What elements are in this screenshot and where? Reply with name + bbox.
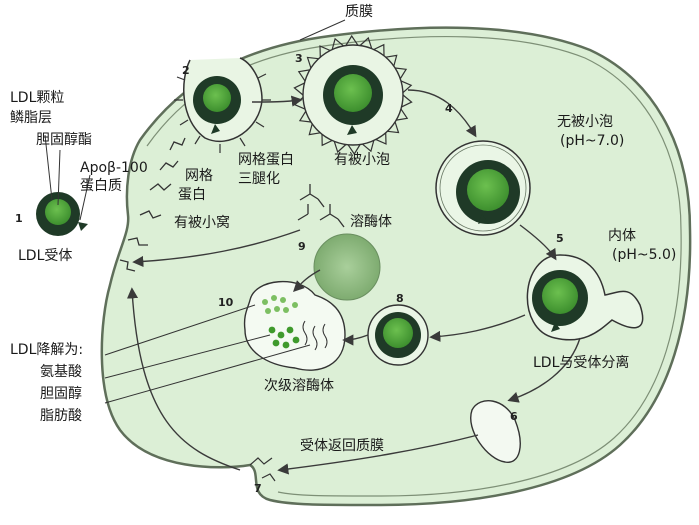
label-phospholipid: 鳞脂层 <box>10 110 52 126</box>
label-cholesterol-ester: 胆固醇酯 <box>36 132 92 148</box>
recycling-vesicle-step6 <box>470 400 521 463</box>
step-number-9: 9 <box>298 240 306 253</box>
label-endosome-ph: (pH~5.0) <box>612 247 677 263</box>
uncoated-vesicle-step4 <box>435 140 531 236</box>
step-number-5: 5 <box>556 232 564 245</box>
plasma-membrane-inner <box>146 35 682 497</box>
label-secondary-lysosome: 次级溶酶体 <box>264 378 334 394</box>
coated-pit-clathrin <box>119 137 186 272</box>
ldl-particle-step1 <box>36 192 88 236</box>
clathrin-triskelion <box>297 184 345 228</box>
membrane-fusion-step7 <box>249 457 276 482</box>
label-receptor-return: 受体返回质膜 <box>300 438 384 454</box>
vesicle-step8 <box>367 304 429 366</box>
label-membrane: 质膜 <box>345 4 373 20</box>
lysosome-step9 <box>313 233 381 301</box>
label-cholesterol: 胆固醇 <box>40 386 82 402</box>
label-apob-protein: 蛋白质 <box>80 178 122 194</box>
label-uncoated-vesicle: 无被小泡 <box>557 114 613 130</box>
step-number-4: 4 <box>445 102 453 115</box>
endosome-step5 <box>526 254 644 341</box>
label-ldl-release: LDL与受体分离 <box>533 355 630 371</box>
step-number-1: 1 <box>15 212 23 225</box>
label-clathrin-2: 蛋白 <box>178 187 206 203</box>
pathway-arrows <box>126 89 581 475</box>
label-triskelion-2: 三腿化 <box>238 171 280 187</box>
label-clathrin-1: 网格 <box>185 168 213 184</box>
label-apob: Apoβ-100 <box>80 160 148 176</box>
label-degradation: LDL降解为: <box>10 342 84 358</box>
label-lysosome: 溶酶体 <box>350 214 392 230</box>
step-number-8: 8 <box>396 292 404 305</box>
label-endosome: 内体 <box>608 228 636 244</box>
step-number-7: 7 <box>254 482 262 495</box>
cell-cytoplasm <box>100 26 692 507</box>
coated-vesicle-step3 <box>293 34 413 156</box>
step-number-10: 10 <box>218 296 234 309</box>
label-fatty-acids: 脂肪酸 <box>40 408 82 424</box>
label-uncoated-ph: (pH~7.0) <box>560 133 625 149</box>
step-number-6: 6 <box>510 410 518 423</box>
label-triskelion-1: 网格蛋白 <box>238 152 294 168</box>
leader-lines <box>44 19 346 404</box>
step-number-3: 3 <box>295 52 303 65</box>
step-number-2: 2 <box>182 64 190 77</box>
clathrin-coat-spikes <box>293 34 413 156</box>
label-ldl-receptor: LDL受体 <box>18 248 73 264</box>
label-coated-pit: 有被小窝 <box>174 215 230 231</box>
coated-pit-step2 <box>174 57 271 153</box>
label-amino-acids: 氨基酸 <box>40 364 82 380</box>
label-ldl-particle: LDL颗粒 <box>10 90 65 106</box>
label-coated-vesicle: 有被小泡 <box>334 152 390 168</box>
